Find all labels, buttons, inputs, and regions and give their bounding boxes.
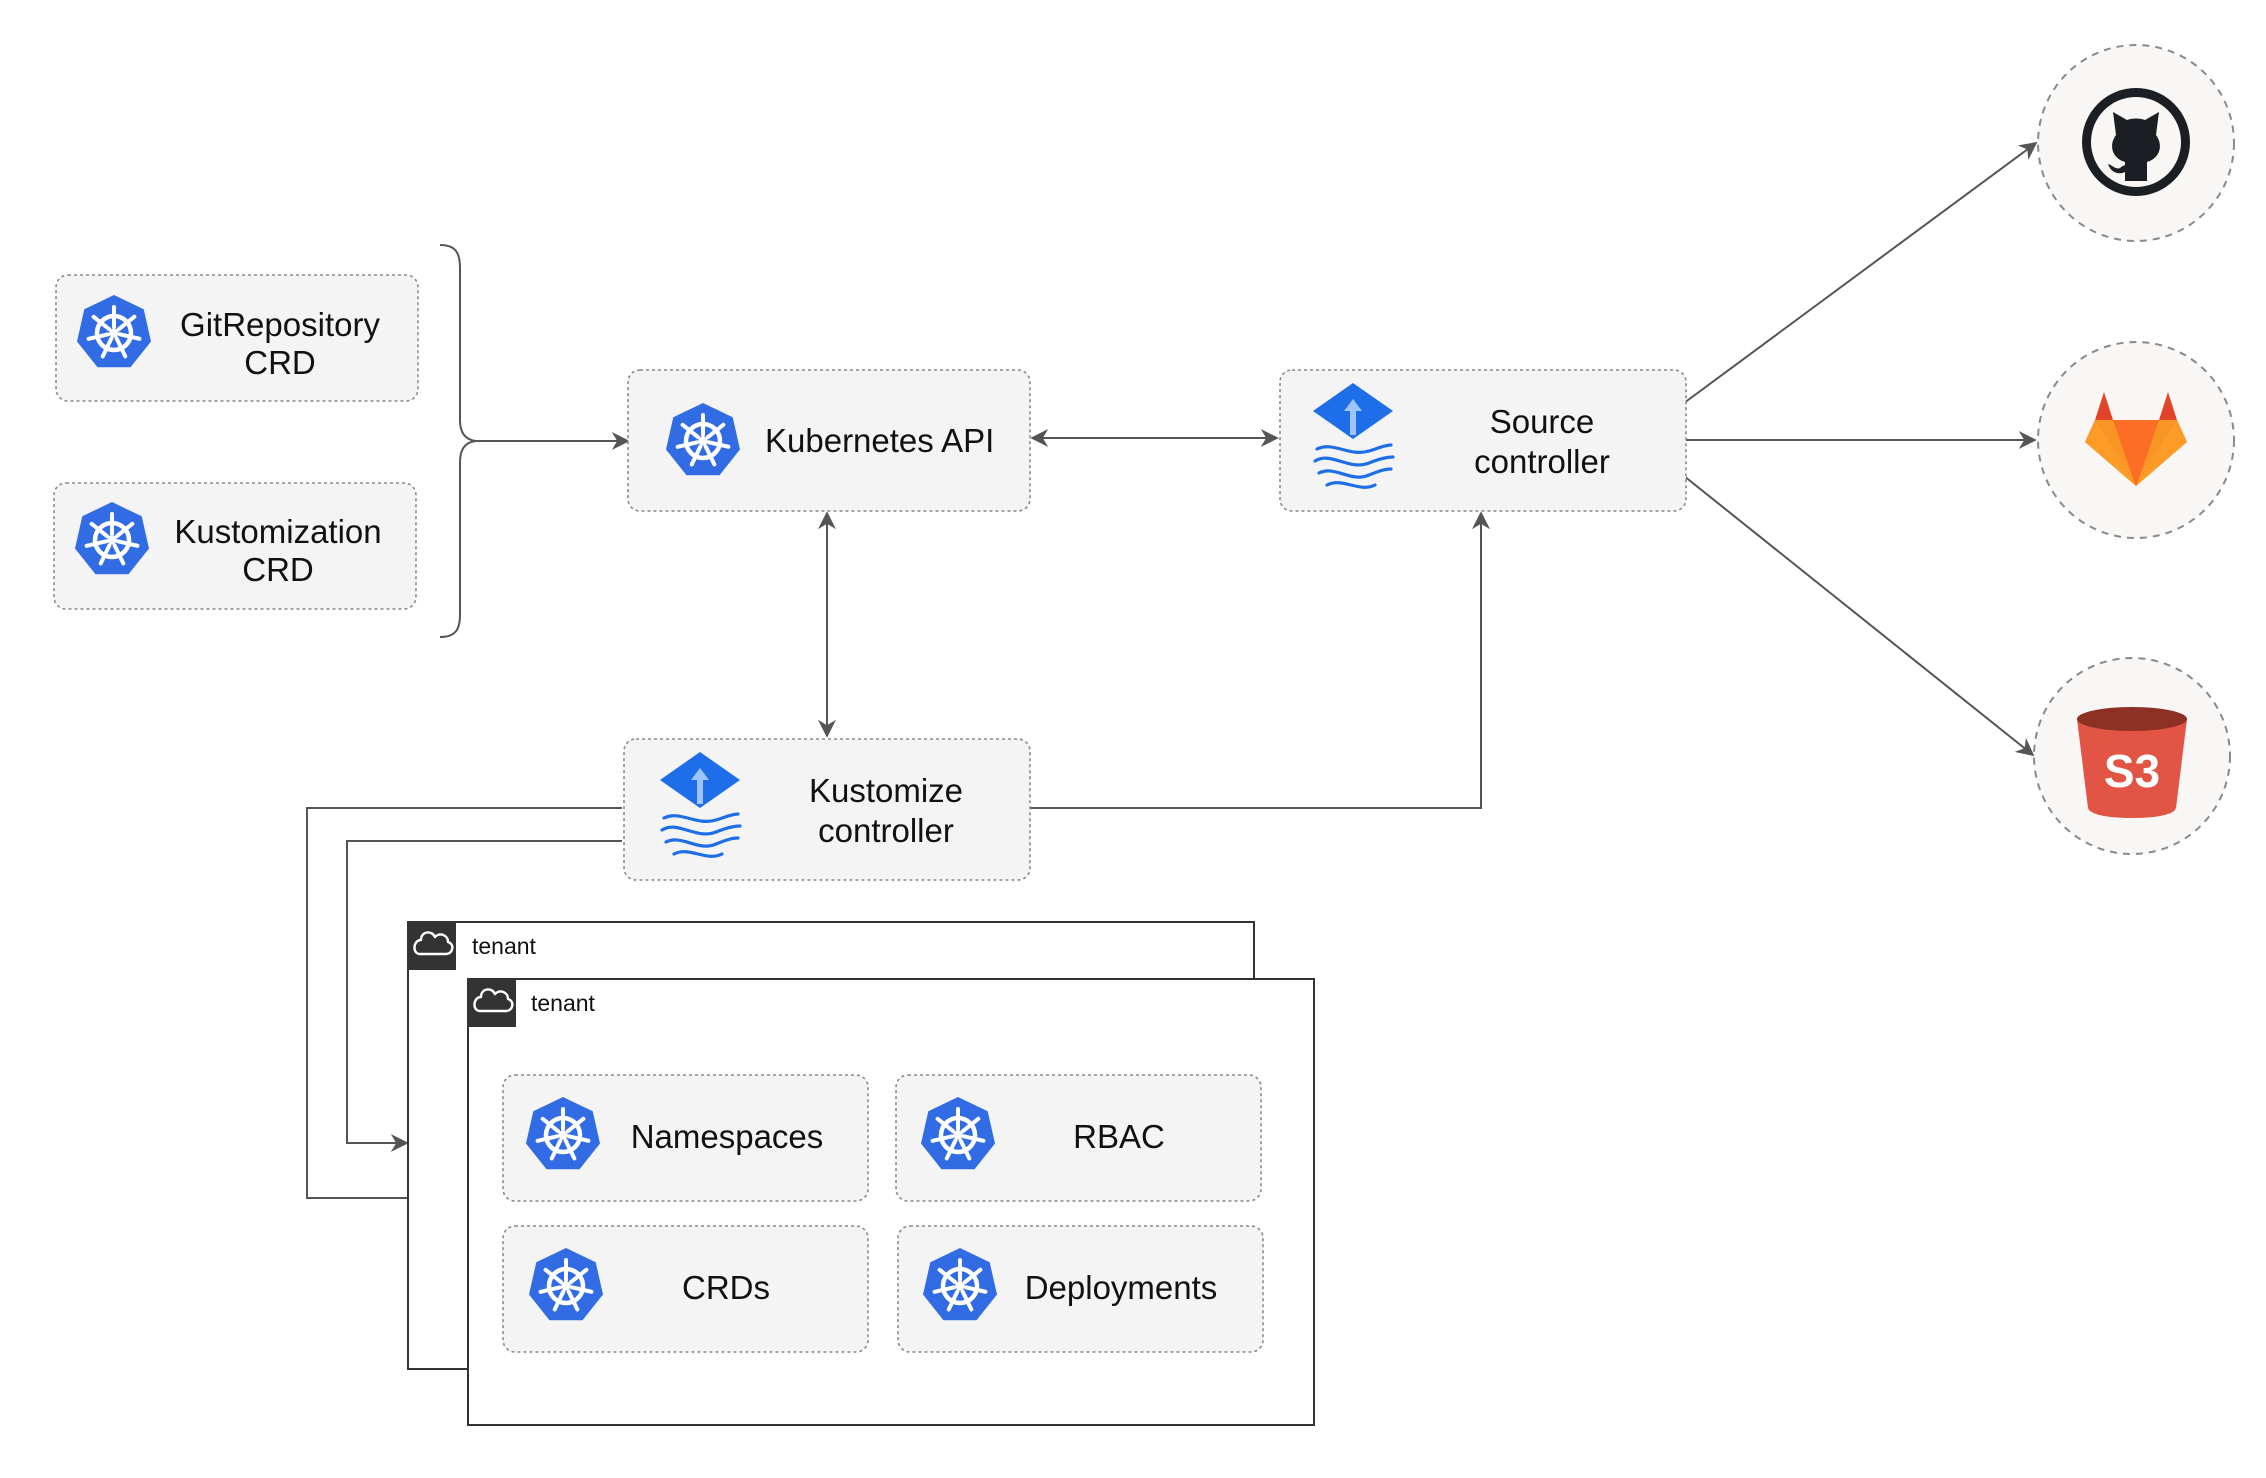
gitrepository-crd-node[interactable]: GitRepository CRD <box>55 274 419 402</box>
edge-source-to-github <box>1683 141 2038 404</box>
kustomization-crd-label-line1: Kustomization <box>174 513 381 550</box>
crds-label: CRDs <box>682 1269 770 1306</box>
edge-kustomize-to-back-tenant <box>346 840 622 1152</box>
kustomize-controller-node[interactable]: Kustomize controller <box>623 738 1031 881</box>
namespaces-label: Namespaces <box>631 1118 824 1155</box>
crd-group-brace <box>439 244 477 638</box>
edge-kustomize-to-front-tenant <box>306 807 622 1207</box>
gitlab-fox-icon <box>2085 392 2187 486</box>
kustomize-controller-label-line1: Kustomize <box>809 772 963 809</box>
deployments-label: Deployments <box>1025 1269 1218 1306</box>
kubernetes-api-label: Kubernetes API <box>765 422 994 459</box>
source-controller-label-line2: controller <box>1474 443 1610 480</box>
kustomize-controller-label-line2: controller <box>818 812 954 849</box>
tenant-group-front[interactable]: tenant <box>467 978 1315 1426</box>
github-octocat-icon <box>2082 88 2190 196</box>
source-controller-node[interactable]: Source controller <box>1279 369 1687 512</box>
gitlab-source-node[interactable] <box>2037 341 2235 539</box>
s3-bucket-icon: S3 <box>2077 707 2187 818</box>
source-controller-label-line1: Source <box>1490 403 1595 440</box>
github-source-node[interactable] <box>2037 44 2235 242</box>
s3-source-node[interactable]: S3 <box>2033 657 2231 855</box>
gitrepository-crd-label-line2: CRD <box>244 344 316 381</box>
rbac-node[interactable]: RBAC <box>895 1074 1262 1202</box>
s3-label: S3 <box>2104 745 2160 797</box>
namespaces-node[interactable]: Namespaces <box>502 1074 869 1202</box>
tenant-back-label: tenant <box>472 933 537 959</box>
kubernetes-api-node[interactable]: Kubernetes API <box>627 369 1031 512</box>
kustomization-crd-label-line2: CRD <box>242 551 314 588</box>
tenant-front-label: tenant <box>531 990 596 1016</box>
gitrepository-crd-label-line1: GitRepository <box>180 306 380 343</box>
rbac-label: RBAC <box>1073 1118 1165 1155</box>
edge-kustomize-to-source <box>1030 511 1490 809</box>
deployments-node[interactable]: Deployments <box>897 1225 1264 1353</box>
kustomization-crd-node[interactable]: Kustomization CRD <box>53 482 417 610</box>
edge-source-to-s3 <box>1683 475 2035 757</box>
crds-node[interactable]: CRDs <box>502 1225 869 1353</box>
